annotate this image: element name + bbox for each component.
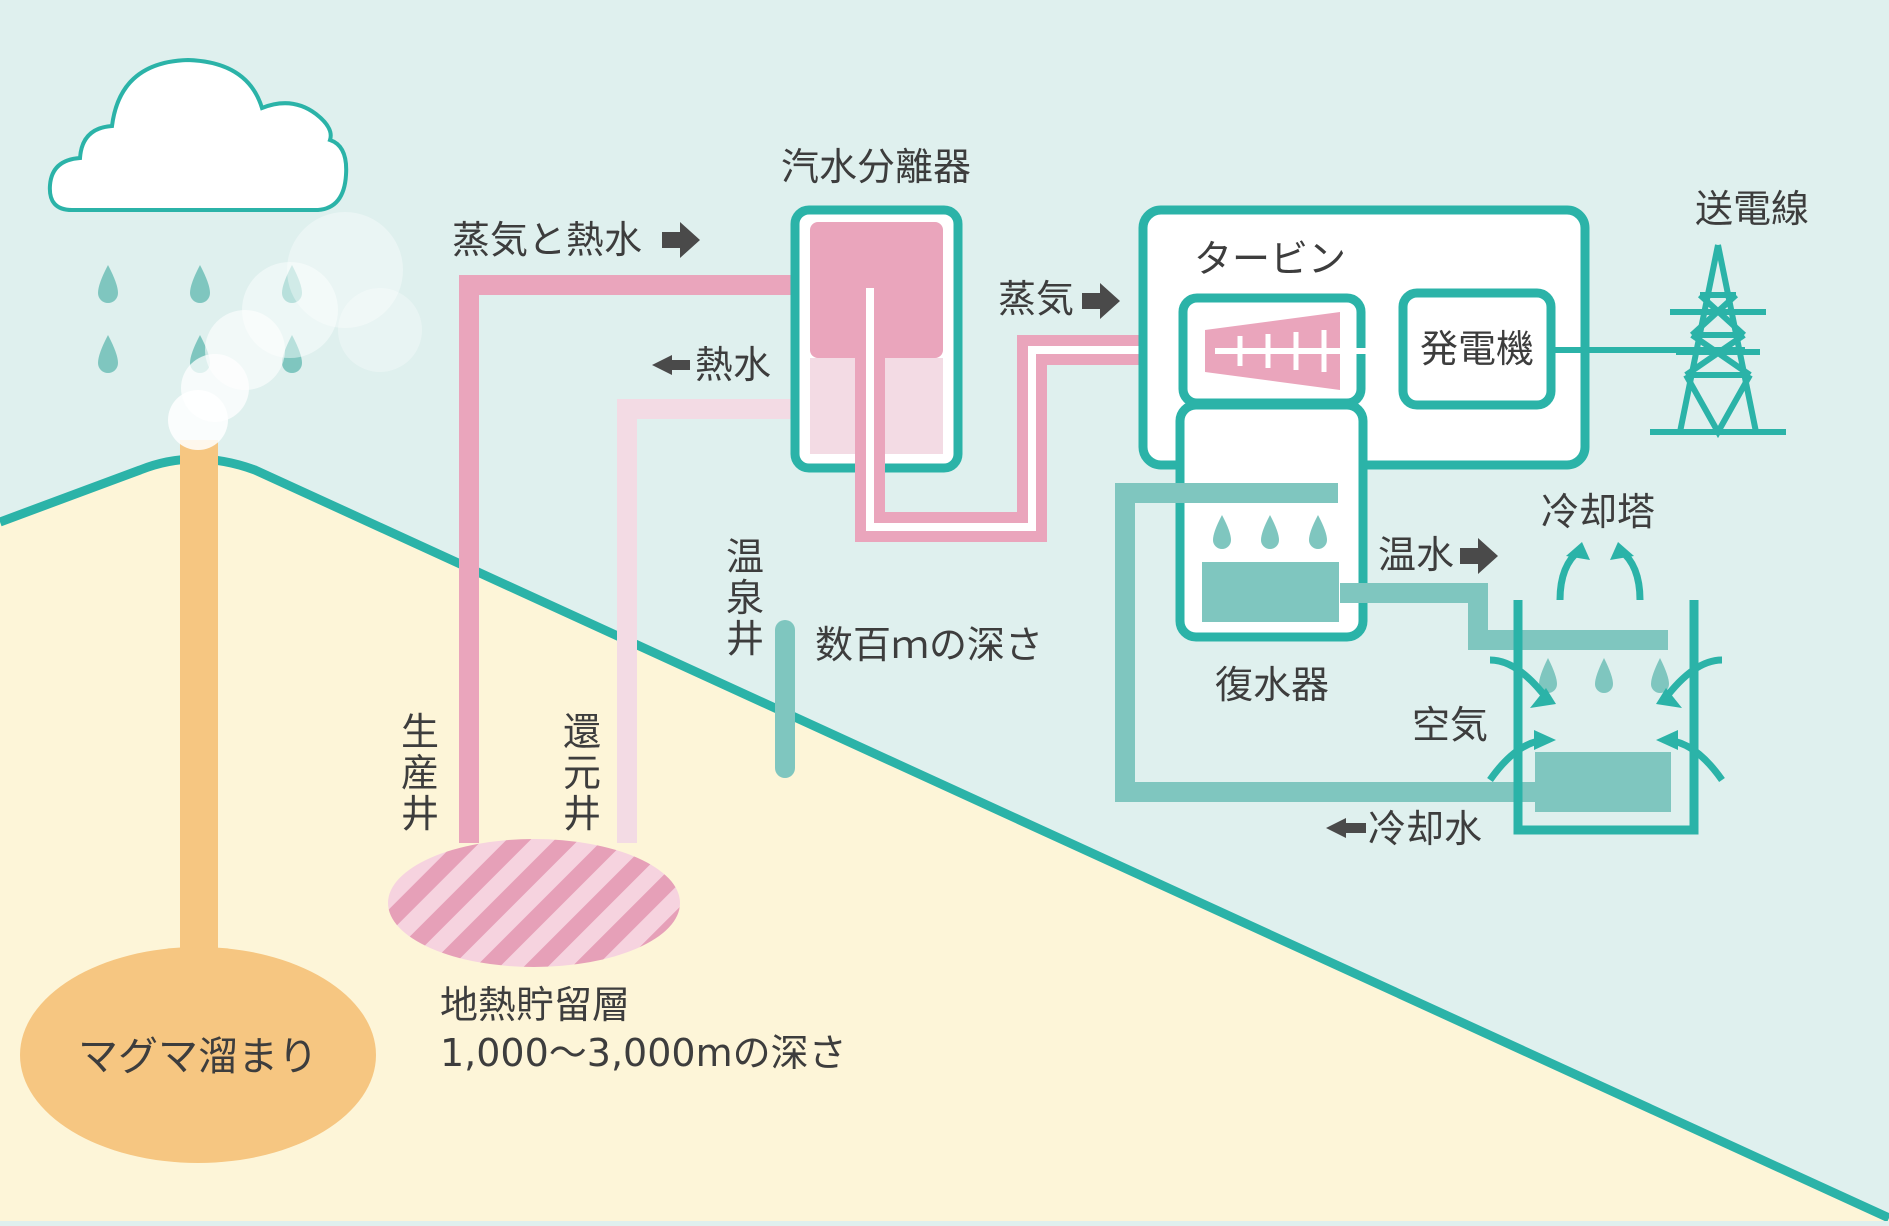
- steam-plume-icon: [168, 212, 422, 450]
- magma-chamber: [20, 947, 376, 1163]
- hot-spring-depth-label: 数百ｍの深さ: [815, 623, 1043, 667]
- warm-water-pipe: [1340, 583, 1668, 650]
- svg-text:泉: 泉: [726, 576, 764, 620]
- svg-text:井: 井: [401, 792, 439, 836]
- reinjection-well-pipe: [617, 399, 800, 843]
- turbine-label: タービン: [1194, 237, 1346, 281]
- svg-text:井: 井: [563, 792, 601, 836]
- svg-text:温: 温: [726, 535, 764, 579]
- steam-and-hot-water-label: 蒸気と熱水: [452, 218, 642, 262]
- raindrop-icon: [1595, 658, 1613, 693]
- arrow-icon: [652, 355, 690, 375]
- svg-text:元: 元: [563, 751, 601, 795]
- production-well-label: 生 産 井: [401, 710, 439, 836]
- arrow-icon: [1460, 538, 1498, 574]
- airflow-arrowheads: [1530, 542, 1682, 750]
- svg-text:井: 井: [726, 617, 764, 661]
- condenser-drops: [1213, 515, 1327, 549]
- cooling-water-pipe: [1115, 483, 1540, 802]
- hot-water-label: 熱水: [695, 343, 771, 387]
- raindrop-icon: [282, 335, 302, 373]
- raindrop-icon: [1261, 515, 1279, 549]
- turbine-blades: [1237, 330, 1327, 372]
- raindrop-icon: [190, 265, 210, 303]
- cooling-tower-label: 冷却塔: [1541, 490, 1655, 534]
- geothermal-reservoir: [388, 839, 680, 967]
- svg-text:還: 還: [563, 710, 601, 754]
- arrow-icon: [1326, 818, 1366, 838]
- reservoir-depth-label: 1,000〜3,000mの深さ: [440, 1031, 847, 1075]
- magma-chamber-label: マグマ溜まり: [78, 1034, 318, 1080]
- reinjection-well-label: 還 元 井: [563, 710, 601, 836]
- raindrop-icon: [1309, 515, 1327, 549]
- raindrop-icon: [1213, 515, 1231, 549]
- condenser-water: [1202, 562, 1339, 622]
- raindrop-icon: [98, 335, 118, 373]
- reservoir-label: 地熱貯留層: [440, 983, 630, 1027]
- generator-label: 発電機: [1420, 327, 1534, 371]
- production-well-pipe: [459, 275, 800, 843]
- condenser-label: 復水器: [1215, 663, 1329, 707]
- cloud-icon: [47, 57, 349, 212]
- air-label: 空気: [1412, 703, 1488, 747]
- transmission-tower-icon: [1650, 244, 1786, 439]
- raindrop-icon: [98, 265, 118, 303]
- cooling-tower-drops: [1539, 658, 1669, 693]
- raindrop-icon: [1539, 658, 1557, 693]
- warm-water-label: 温水: [1378, 533, 1454, 577]
- magma-conduit: [180, 440, 218, 980]
- separator-label: 汽水分離器: [781, 145, 971, 189]
- hot-spring-well-label: 温 泉 井: [726, 535, 764, 661]
- svg-text:生: 生: [401, 710, 439, 754]
- cooling-tower-basin: [1535, 752, 1671, 812]
- cooling-tower: [1513, 600, 1699, 835]
- svg-text:産: 産: [401, 751, 439, 795]
- raindrop-icon: [282, 265, 302, 303]
- power-line-label: 送電線: [1695, 187, 1809, 231]
- cooling-water-label: 冷却水: [1368, 807, 1482, 851]
- steam-label: 蒸気: [998, 277, 1074, 321]
- arrow-icon: [662, 222, 700, 258]
- arrow-icon: [1082, 283, 1120, 319]
- raindrop-icon: [1651, 658, 1669, 693]
